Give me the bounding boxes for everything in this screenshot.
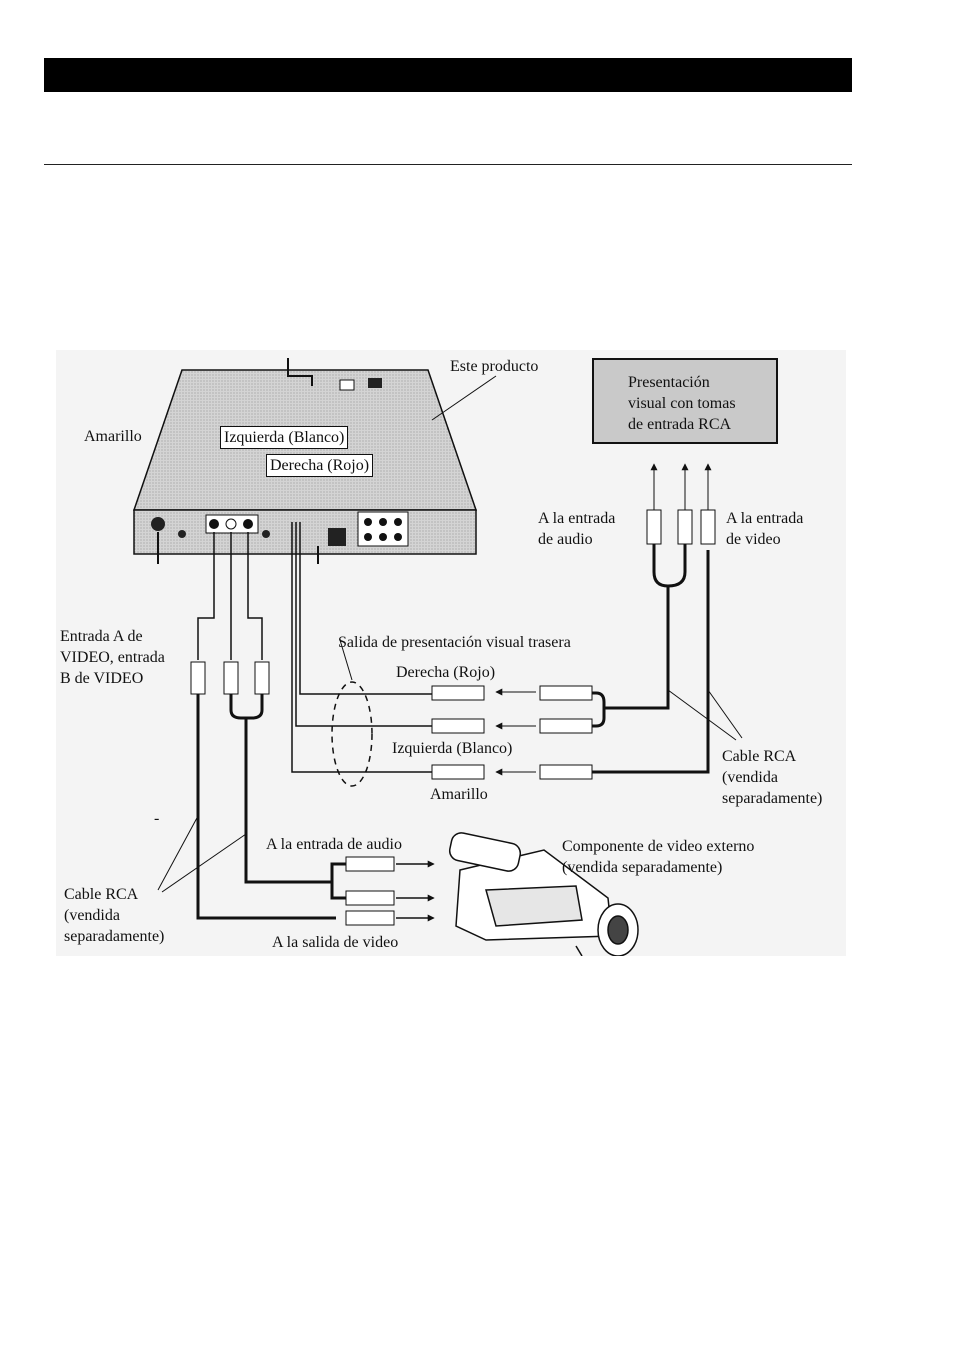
rear-yellow-label: Amarillo <box>430 786 488 803</box>
right-red-label: Derecha (Rojo) <box>266 454 374 477</box>
rear-output-plugs <box>431 685 485 780</box>
to-video-input-label: A la entrada de video <box>726 510 804 548</box>
external-component-label: Componente de video externo (vendida sep… <box>562 838 755 876</box>
camcorder-illustration <box>448 832 639 956</box>
display-label: Presentación visual con tomas de entrada… <box>628 374 736 433</box>
stray-mark: - <box>154 810 160 827</box>
yellow-label-top: Amarillo <box>84 428 142 445</box>
video-input-ab-label: Entrada A de VIDEO, entrada B de VIDEO <box>60 628 165 687</box>
rear-display-output-label: Salida de presentación visual trasera <box>338 634 571 651</box>
product-label: Este producto <box>450 358 539 375</box>
rear-right-red-label: Derecha (Rojo) <box>396 664 496 681</box>
to-audio-input-bottom-label: A la entrada de audio <box>266 836 402 853</box>
left-white-label: Izquierda (Blanco) <box>220 426 349 449</box>
rca-cable-right-label: Cable RCA (vendida separadamente) <box>722 748 823 807</box>
header-bar <box>44 58 852 92</box>
rear-left-white-label: Izquierda (Blanco) <box>392 740 513 757</box>
display-unit-box: Presentación visual con tomas de entrada… <box>592 358 778 444</box>
left-rca-plugs <box>190 661 270 695</box>
to-audio-input-label: A la entrada de audio <box>538 510 616 548</box>
diagram-drawing <box>56 350 846 956</box>
connection-diagram: Este producto Presentación visual con to… <box>56 350 846 956</box>
input-cable-bundle <box>197 532 263 660</box>
to-video-output-label: A la salida de video <box>272 934 399 951</box>
header-rule <box>44 164 852 165</box>
rca-cable-left-label: Cable RCA (vendida separadamente) <box>64 886 165 945</box>
